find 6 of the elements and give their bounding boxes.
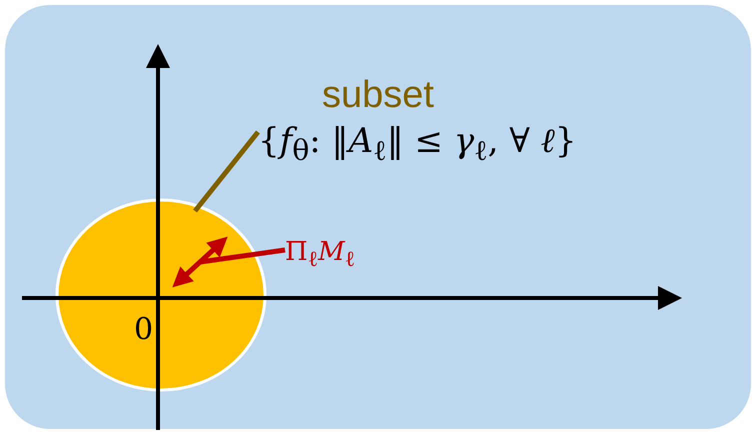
origin-label: 0 xyxy=(134,312,154,348)
leader-line xyxy=(193,130,260,213)
subset-heading: subset xyxy=(322,73,434,118)
radius-formula: Π$_{ℓ}$M$_{ℓ}$ xyxy=(285,236,356,274)
set-formula: {f$_{θ}$: ‖A$_{ℓ}$‖ ≤ γ$_{ℓ}$, ∀ ℓ} xyxy=(258,120,576,168)
leader-line xyxy=(200,248,286,264)
